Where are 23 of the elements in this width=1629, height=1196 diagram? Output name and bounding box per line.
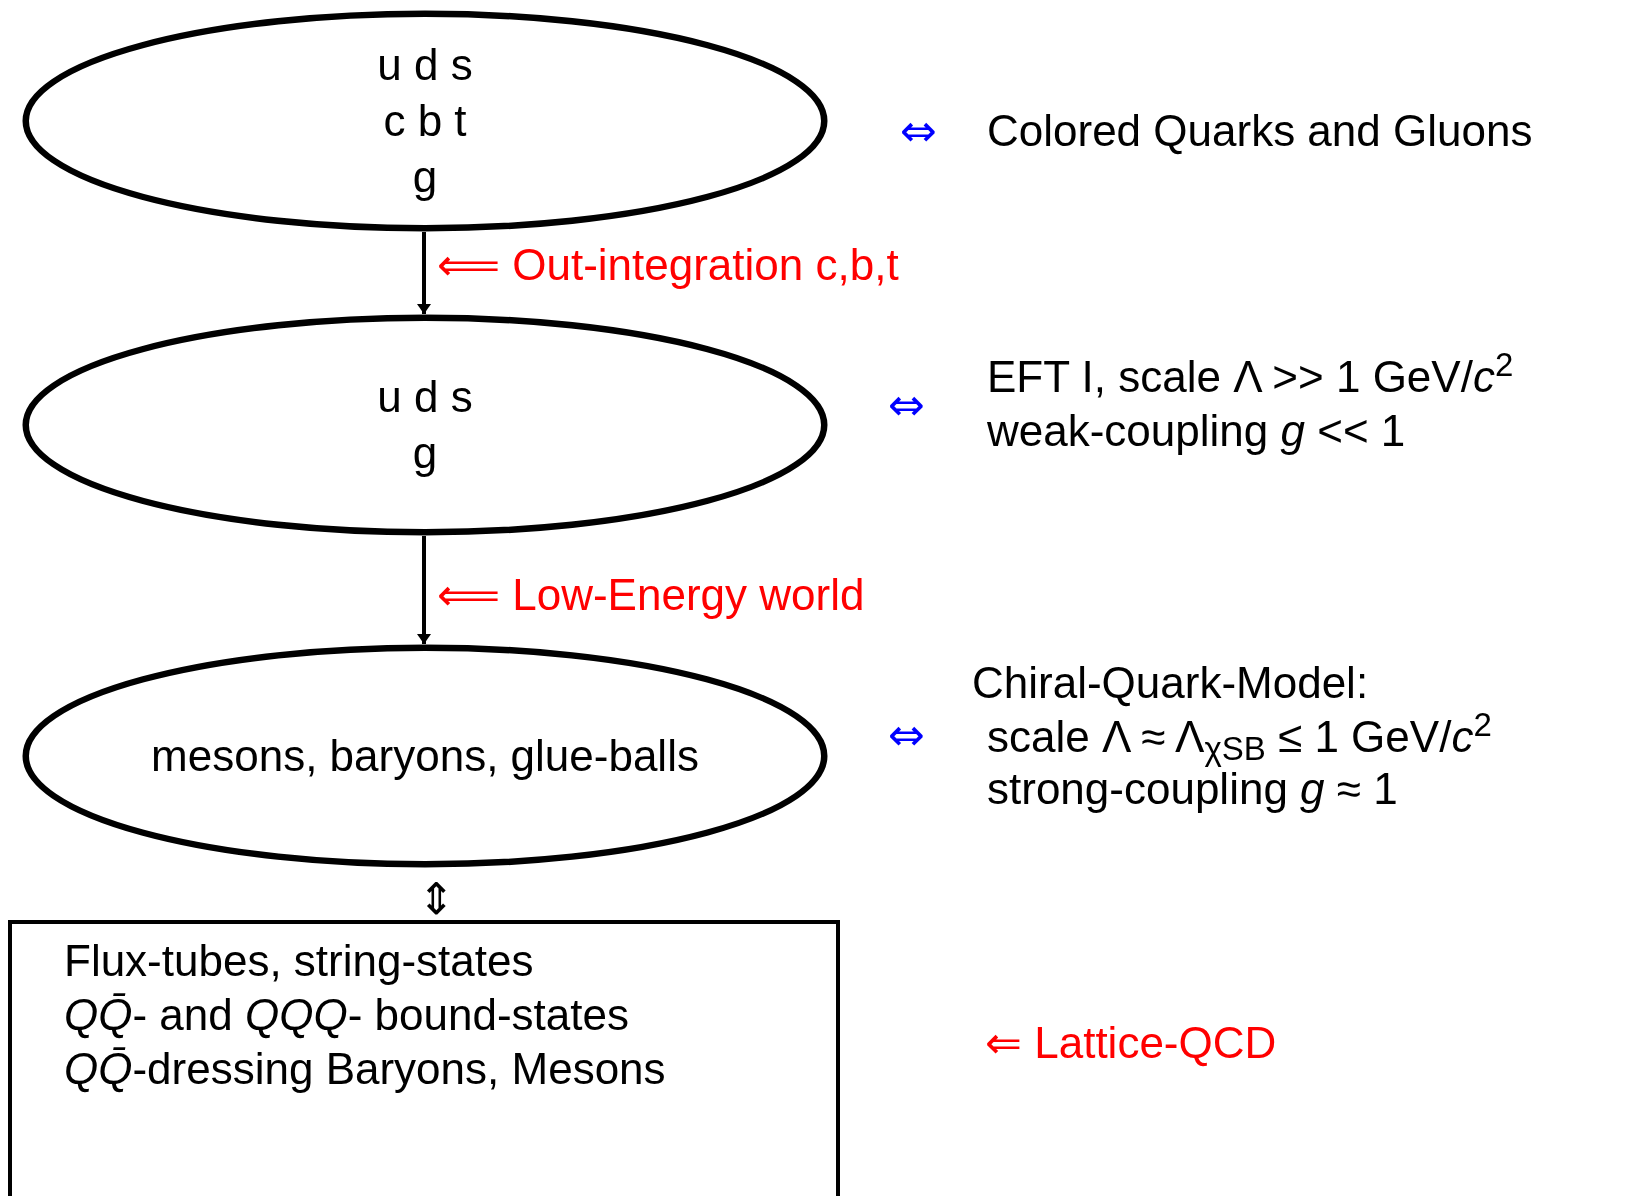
node-text: QQ̄-dressing Baryons, Mesons xyxy=(64,1043,666,1095)
node-text: u d s xyxy=(377,39,473,91)
arrow xyxy=(417,536,431,644)
node-text: g xyxy=(412,151,438,203)
annotation-text: ⟸ Out-integration c,b,t xyxy=(437,239,899,291)
node-text: Flux-tubes, string-states xyxy=(64,935,534,987)
double-arrow-symbol: ⇔ xyxy=(888,378,925,432)
arrow xyxy=(417,232,431,314)
node-text: mesons, baryons, glue-balls xyxy=(151,730,699,782)
node-text: u d s xyxy=(377,371,473,423)
description-text: EFT I, scale Λ >> 1 GeV/c$^{2}$ xyxy=(987,350,1514,403)
node-text: g xyxy=(412,427,438,479)
annotation-text: ⇐ Lattice-QCD xyxy=(985,1017,1277,1069)
node-text: c b t xyxy=(383,95,467,147)
description-text: Colored Quarks and Gluons xyxy=(987,105,1533,157)
annotation-text: ⟸ Low-Energy world xyxy=(437,569,865,621)
node-text: QQ̄- and QQQ- bound-states xyxy=(64,989,629,1041)
double-arrow-symbol: ⇔ xyxy=(888,708,925,762)
text-box xyxy=(8,920,840,1196)
description-text: Chiral-Quark-Model: xyxy=(972,657,1369,709)
double-arrow-symbol: ⇕ xyxy=(418,872,455,926)
description-text: weak-coupling g << 1 xyxy=(987,405,1406,457)
double-arrow-symbol: ⇔ xyxy=(900,104,937,158)
